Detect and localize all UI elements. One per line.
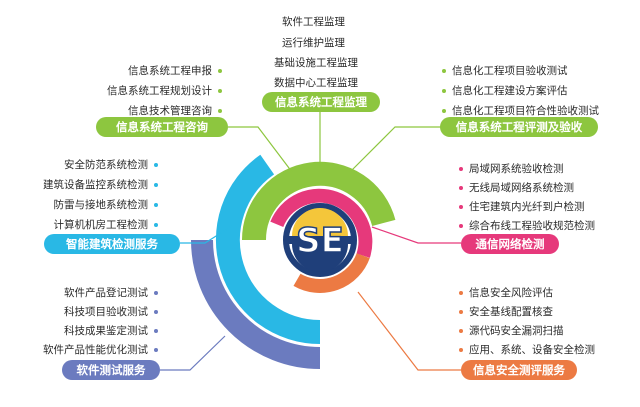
software-connector (160, 335, 226, 371)
network-item: 住宅建筑内光纤到户检测 (459, 200, 585, 214)
security-item: 源代码安全漏洞扫描 (459, 324, 564, 338)
supervision-arc (241, 161, 396, 241)
building-item: 计算机机房工程检测 (54, 218, 158, 232)
security-connector (357, 291, 461, 371)
bullet-dot (459, 224, 463, 228)
network-connector (371, 226, 461, 244)
network-item: 无线局域网络系统检测 (459, 181, 574, 195)
consulting-title: 信息系统工程咨询 (96, 117, 228, 137)
consulting-item: 信息系统工程申报 (128, 64, 222, 78)
software-item: 软件产品性能优化测试 (43, 343, 158, 357)
bullet-dot (154, 310, 158, 314)
bullet-dot (459, 205, 463, 209)
network-title: 通信网络检测 (461, 234, 559, 254)
supervision-title: 信息系统工程监理 (262, 92, 380, 112)
building-connector (180, 225, 233, 244)
bullet-dot (154, 203, 158, 207)
security-arc (293, 252, 370, 293)
bullet-dot (442, 69, 446, 73)
network-item: 综合布线工程验收规范检测 (459, 219, 595, 233)
building-item: 防雷与接地系统检测 (54, 198, 158, 212)
supervision-item: 软件工程监理 (282, 16, 345, 28)
consulting-item: 信息系统工程规划设计 (107, 84, 222, 98)
building-item: 安全防范系统检测 (64, 158, 158, 172)
bullet-dot (459, 291, 463, 295)
evaluation-item: 信息化工程项目符合性验收测试 (442, 104, 599, 118)
bullet-dot (442, 89, 446, 93)
bullet-dot (459, 348, 463, 352)
bullet-dot (459, 186, 463, 190)
bullet-dot (154, 291, 158, 295)
bullet-dot (218, 109, 222, 113)
bullet-dot (154, 223, 158, 227)
evaluation-title: 信息系统工程评测及验收 (440, 117, 598, 137)
supervision-item: 运行维护监理 (282, 37, 345, 49)
software-item: 软件产品登记测试 (64, 286, 158, 300)
software-title: 软件测试服务 (62, 360, 160, 380)
consulting-connector (228, 126, 293, 173)
logo-lettering: SE (296, 221, 344, 261)
bullet-dot (218, 89, 222, 93)
consulting-item: 信息技术管理咨询 (128, 104, 222, 118)
building-title: 智能建筑检测服务 (44, 234, 180, 254)
supervision-item: 基础设施工程监理 (274, 57, 358, 69)
software-item: 科技项目验收测试 (64, 305, 158, 319)
network-item: 局域网系统验收检测 (459, 162, 564, 176)
bullet-dot (154, 163, 158, 167)
security-title: 信息安全测评服务 (461, 360, 577, 380)
bullet-dot (154, 183, 158, 187)
bullet-dot (154, 348, 158, 352)
evaluation-item: 信息化工程建设方案评估 (442, 84, 568, 98)
security-item: 应用、系统、设备安全检测 (459, 343, 595, 357)
network-arc (270, 188, 373, 258)
security-item: 安全基线配置核查 (459, 305, 553, 319)
software-arc (191, 239, 321, 369)
evaluation-item: 信息化工程项目验收测试 (442, 64, 568, 78)
evaluation-connector (349, 126, 445, 173)
security-item: 信息安全风险评估 (459, 286, 553, 300)
bullet-dot (154, 329, 158, 333)
bullet-dot (459, 329, 463, 333)
bullet-dot (442, 109, 446, 113)
supervision-item: 数据中心工程监理 (274, 77, 358, 89)
bullet-dot (218, 69, 222, 73)
building-item: 建筑设备监控系统检测 (43, 178, 158, 192)
bullet-dot (459, 167, 463, 171)
bullet-dot (459, 310, 463, 314)
building-arc (215, 154, 321, 344)
company-logo: SE (283, 203, 357, 277)
software-item: 科技成果鉴定测试 (64, 324, 158, 338)
